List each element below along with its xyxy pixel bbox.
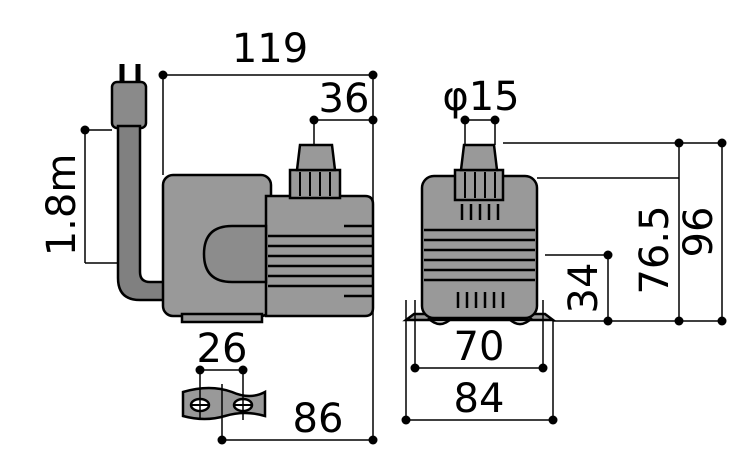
power-cord (116, 124, 168, 302)
body-recess (202, 224, 268, 284)
dim-cord-length: 1.8m (39, 154, 85, 257)
outlet-nozzle (295, 143, 337, 172)
dim-outlet-diameter: φ15 (442, 74, 519, 120)
dim-width-body: 70 (454, 324, 505, 370)
front-outlet-nozzle (459, 143, 499, 172)
front-view (402, 143, 557, 326)
outlet-collar (288, 168, 342, 200)
front-vents-top (460, 204, 500, 220)
dim-mount-hole-pitch: 26 (197, 326, 248, 372)
dim-height-total: 96 (676, 207, 722, 258)
mount-plate (181, 386, 267, 421)
dim-outlet-offset: 36 (319, 76, 370, 122)
dim-height-outlet-base: 76.5 (632, 205, 678, 294)
dim-height-inlet: 34 (561, 263, 607, 314)
front-vents-bottom (456, 292, 505, 308)
dim-overall-length: 119 (232, 26, 308, 72)
front-ribs (424, 228, 535, 282)
dimension-lines (80, 70, 727, 445)
dim-width-base: 84 (454, 376, 505, 422)
front-foot (427, 317, 533, 326)
side-view (110, 64, 375, 324)
side-base (180, 312, 264, 324)
power-plug (110, 64, 148, 130)
side-ribs (268, 224, 373, 298)
dim-mount-length: 86 (293, 396, 344, 442)
